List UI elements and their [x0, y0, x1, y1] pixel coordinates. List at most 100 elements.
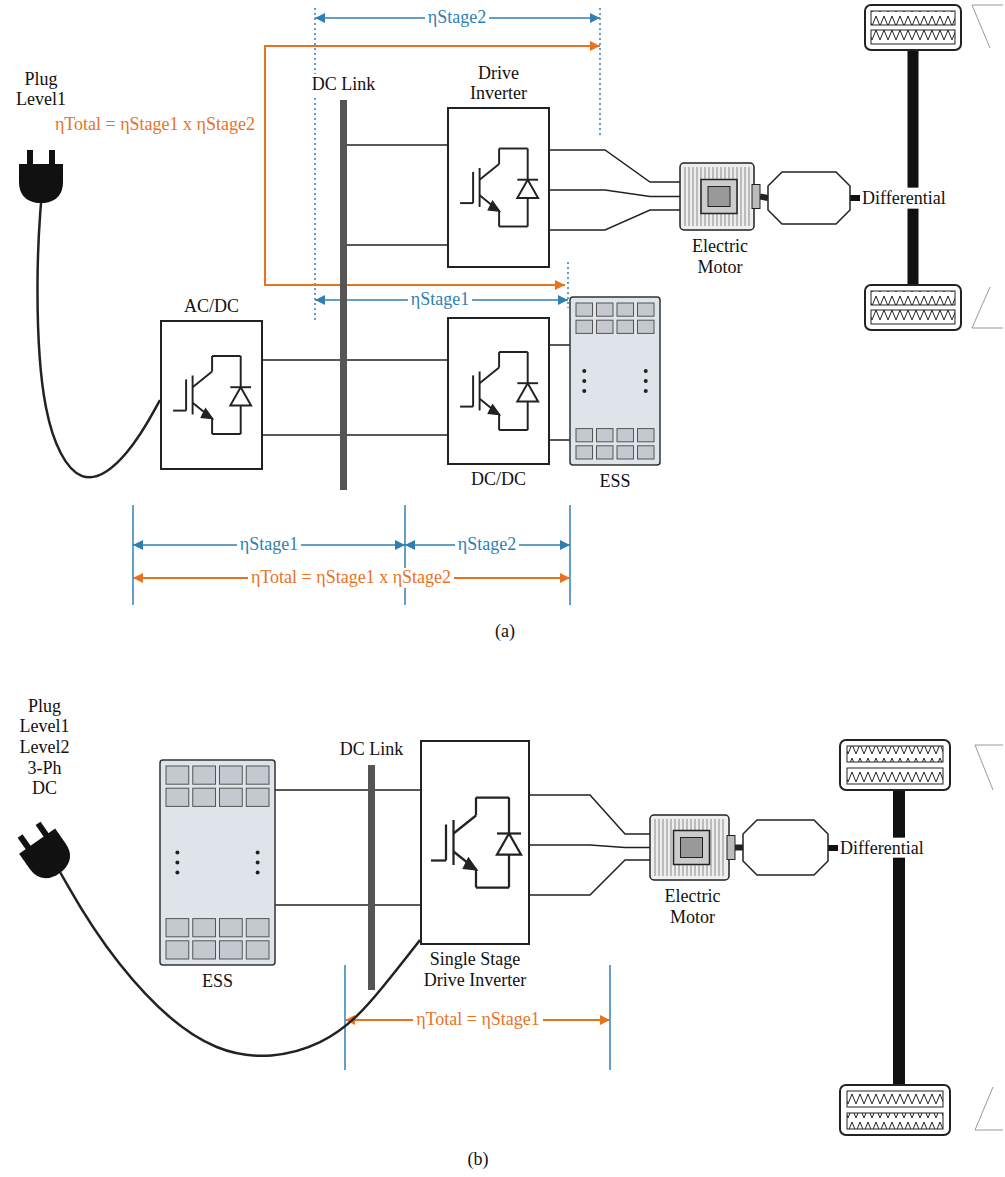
- power-wire: [347, 144, 447, 146]
- battery-pack: ESS: [570, 297, 660, 465]
- plug-body: [11, 817, 77, 886]
- efficiency-dimension: [567, 262, 569, 308]
- power-wire: [550, 210, 680, 230]
- battery-cell: [193, 941, 216, 959]
- wheel: [840, 1085, 950, 1135]
- battery-cell: [246, 788, 269, 806]
- ellipsis-dot: [256, 861, 260, 865]
- charging-cord: [37, 203, 160, 477]
- ellipsis-dot: [175, 861, 179, 865]
- motor-fin: [723, 819, 724, 876]
- plug-body: [19, 150, 63, 203]
- motor-body: [680, 163, 754, 230]
- battery-cell: [576, 320, 593, 333]
- battery-cell: [617, 429, 634, 442]
- power-wire: [263, 359, 340, 361]
- steering-bracket: [972, 287, 1003, 328]
- battery-cell: [220, 919, 243, 937]
- node-label: Plug Level1: [12, 69, 70, 110]
- node-label: DC/DC: [469, 469, 528, 490]
- node-label: DC Link: [310, 74, 378, 95]
- power-wire: [530, 860, 650, 895]
- node-label: DC Link: [338, 739, 406, 760]
- efficiency-dimension: [132, 505, 134, 605]
- ellipsis-dot: [644, 379, 648, 383]
- battery-cell: [597, 303, 614, 316]
- efficiency-label: ηTotal = ηStage1 x ηStage2: [248, 568, 454, 588]
- differential-art: [768, 172, 850, 224]
- converter-box: AC/DC: [160, 320, 263, 470]
- efficiency-label: ηTotal = ηStage1 x ηStage2: [52, 115, 258, 135]
- motor-fin: [745, 167, 746, 226]
- differential-housing: [768, 172, 850, 224]
- ellipsis-dot: [582, 389, 586, 393]
- battery-cell: [597, 320, 614, 333]
- steering-bracket: [972, 5, 1003, 48]
- node-label: ESS: [597, 471, 632, 492]
- differential-art: [743, 820, 828, 875]
- power-wire: [530, 795, 650, 834]
- igbt-symbol: [431, 798, 521, 888]
- motor-fin: [685, 167, 686, 226]
- ellipsis-dot: [175, 851, 179, 855]
- electric-motor: Electric Motor: [680, 163, 760, 230]
- efficiency-label: ηStage2: [455, 535, 519, 555]
- plug-icon: Plug Level1 Level2 3-Ph DC: [12, 805, 77, 905]
- motor-rotor: [681, 838, 703, 858]
- efficiency-label: ηStage1: [408, 290, 472, 310]
- battery-pack: ESS: [160, 760, 275, 965]
- efficiency-dimension: [569, 505, 571, 605]
- plug-part: [27, 150, 33, 165]
- battery-cell: [576, 303, 593, 316]
- igbt-symbol: [460, 149, 538, 227]
- motor-fin: [741, 167, 742, 226]
- igbt-symbol: [460, 352, 538, 430]
- battery-cell: [617, 446, 634, 459]
- power-wire: [550, 190, 680, 197]
- wheel: [865, 5, 961, 50]
- differential: Differential: [768, 172, 850, 224]
- efficiency-label: ηStage2: [425, 8, 489, 28]
- battery-pack-art: [160, 760, 275, 965]
- efficiency-label: ηStage1: [237, 535, 301, 555]
- motor-fin: [749, 167, 750, 226]
- subfigure-label: (b): [465, 1150, 492, 1170]
- electric-motor-art: [680, 163, 760, 230]
- battery-cell: [166, 919, 189, 937]
- efficiency-dimension: [344, 965, 346, 1070]
- efficiency-dimension: [314, 8, 316, 320]
- battery-cell: [638, 303, 655, 316]
- power-wire: [530, 845, 650, 848]
- ellipsis-dot: [582, 379, 586, 383]
- node-label: Drive Inverter: [458, 63, 540, 104]
- node-label: Single Stage Drive Inverter: [418, 949, 532, 990]
- node-label: Differential: [838, 837, 926, 858]
- ellipsis-dot: [644, 389, 648, 393]
- wheel: [847, 1091, 943, 1107]
- motor-rotor: [708, 187, 730, 207]
- wheel: [871, 30, 955, 44]
- ellipsis-dot: [582, 369, 586, 373]
- wheel: [865, 285, 961, 330]
- motor-fin: [697, 167, 698, 226]
- battery-pack-art: [570, 297, 660, 465]
- converter-box: DC/DC: [447, 317, 550, 465]
- motor-face: [674, 831, 710, 865]
- plug-icon-art: [15, 150, 67, 205]
- motor-fin: [671, 819, 672, 876]
- wheel: [847, 1113, 943, 1129]
- wheel: [871, 291, 955, 305]
- battery-cell: [597, 446, 614, 459]
- battery-cell: [638, 429, 655, 442]
- power-wire: [275, 789, 368, 791]
- battery-cell: [166, 788, 189, 806]
- power-wire: [347, 244, 447, 246]
- inverter-box: Drive Inverter: [447, 107, 550, 268]
- wheel: [871, 11, 955, 25]
- wheel: [847, 746, 943, 762]
- efficiency-dimension: [133, 8, 610, 1070]
- power-wire: [275, 904, 420, 906]
- battery-cell: [193, 788, 216, 806]
- plug-part: [19, 829, 77, 886]
